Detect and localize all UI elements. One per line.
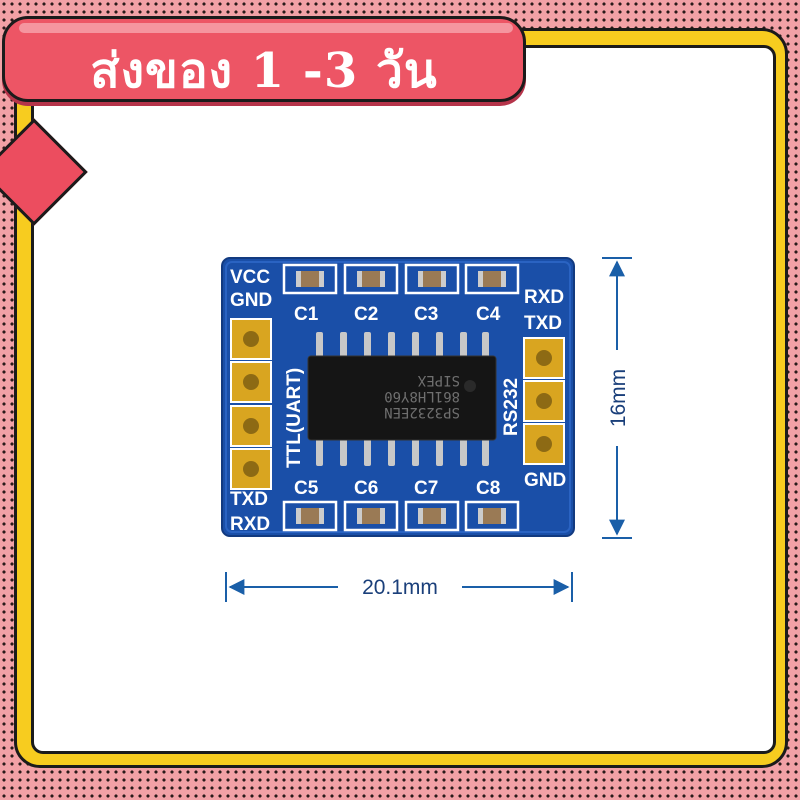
label-vcc: VCC <box>230 267 270 288</box>
pad-hole <box>243 418 259 434</box>
height-dimension: 16mm <box>602 257 632 539</box>
capacitor-outline <box>343 500 399 532</box>
label-c6: C6 <box>354 478 378 499</box>
capacitor-end <box>418 271 423 287</box>
chip-pin <box>436 332 443 360</box>
capacitor <box>418 271 446 287</box>
chip-text-3: SIPEX <box>417 372 460 388</box>
label-c4: C4 <box>476 304 501 325</box>
capacitor-end <box>357 508 362 524</box>
capacitor-end <box>296 508 301 524</box>
pad-hole <box>536 393 552 409</box>
capacitor <box>296 508 324 524</box>
width-dimension: 20.1mm <box>225 572 573 602</box>
pad-hole <box>536 436 552 452</box>
capacitor <box>478 271 506 287</box>
label-rs232: RS232 <box>501 378 522 436</box>
capacitor-outline <box>464 500 520 532</box>
capacitors-bottom <box>282 500 520 532</box>
capacitor-outline <box>282 263 338 295</box>
capacitor-end <box>441 271 446 287</box>
capacitor-end <box>478 271 483 287</box>
chip-text-1: SP3232EEN <box>384 404 460 420</box>
label-txd-left: TXD <box>230 489 268 510</box>
chip-pin <box>436 436 443 466</box>
label-c2: C2 <box>354 304 378 325</box>
pad-hole <box>536 350 552 366</box>
label-c8: C8 <box>476 478 500 499</box>
label-txd-right: TXD <box>524 313 562 334</box>
capacitors-top <box>282 263 520 295</box>
chip-pin <box>482 436 489 466</box>
capacitor-end <box>441 508 446 524</box>
chip-pin <box>316 332 323 360</box>
ic-chip: SP3232EEN 861LH8Y60 SIPEX <box>307 332 497 466</box>
shipping-banner: ส่งของ 1 -3 วัน <box>2 16 526 102</box>
pad-hole <box>243 374 259 390</box>
capacitor-outline <box>404 263 460 295</box>
capacitor-end <box>380 508 385 524</box>
capacitor-end <box>296 271 301 287</box>
capacitor-end <box>501 271 506 287</box>
chip-pin <box>412 332 419 360</box>
chip-pin <box>340 436 347 466</box>
board-edge <box>225 261 571 533</box>
capacitor-end <box>380 271 385 287</box>
label-gnd-right: GND <box>524 470 566 491</box>
pad <box>230 448 272 490</box>
chip-markings: SP3232EEN 861LH8Y60 SIPEX <box>384 372 460 420</box>
chip-pin <box>412 436 419 466</box>
label-gnd-left: GND <box>230 290 272 311</box>
chip-pin <box>316 436 323 466</box>
right-header-pads <box>523 337 565 465</box>
label-c1: C1 <box>294 304 319 325</box>
capacitor-end <box>478 508 483 524</box>
chip-pins-top <box>316 332 489 360</box>
capacitor <box>418 508 446 524</box>
capacitor-end <box>357 271 362 287</box>
chip-pins-bottom <box>316 436 489 466</box>
label-ttl-uart: TTL(UART) <box>284 368 305 468</box>
pad-hole <box>243 331 259 347</box>
capacitor-end <box>418 508 423 524</box>
capacitor-end <box>501 508 506 524</box>
capacitor <box>478 508 506 524</box>
capacitor-outline <box>282 500 338 532</box>
height-label: 16mm <box>607 369 630 427</box>
chip-pin1-dot <box>464 380 476 392</box>
chip-pin <box>388 436 395 466</box>
label-c3: C3 <box>414 304 438 325</box>
chip-pin <box>364 332 371 360</box>
label-c7: C7 <box>414 478 438 499</box>
label-c5: C5 <box>294 478 319 499</box>
chip-pin <box>460 436 467 466</box>
chip-pin <box>460 332 467 360</box>
label-rxd-left: RXD <box>230 514 270 535</box>
capacitor-outline <box>343 263 399 295</box>
capacitor-end <box>319 271 324 287</box>
chip-pin <box>364 436 371 466</box>
width-label: 20.1mm <box>362 576 438 599</box>
capacitor <box>357 508 385 524</box>
left-header-pads <box>230 318 272 490</box>
capacitor-end <box>319 508 324 524</box>
chip-pin <box>340 332 347 360</box>
capacitor <box>357 271 385 287</box>
chip-pin <box>388 332 395 360</box>
label-rxd-right: RXD <box>524 287 564 308</box>
chip-pin <box>482 332 489 360</box>
chip-body <box>307 355 497 441</box>
capacitor-outline <box>464 263 520 295</box>
silkscreen-labels: VCC GND TXD RXD RXD TXD GND C1 C2 C3 C4 … <box>230 267 566 535</box>
capacitor-outline <box>404 500 460 532</box>
banner-text: ส่งของ 1 -3 วัน <box>90 43 438 99</box>
capacitor <box>296 271 324 287</box>
chip-text-2: 861LH8Y60 <box>384 388 460 404</box>
pad-hole <box>243 461 259 477</box>
banner-shine <box>19 23 513 33</box>
